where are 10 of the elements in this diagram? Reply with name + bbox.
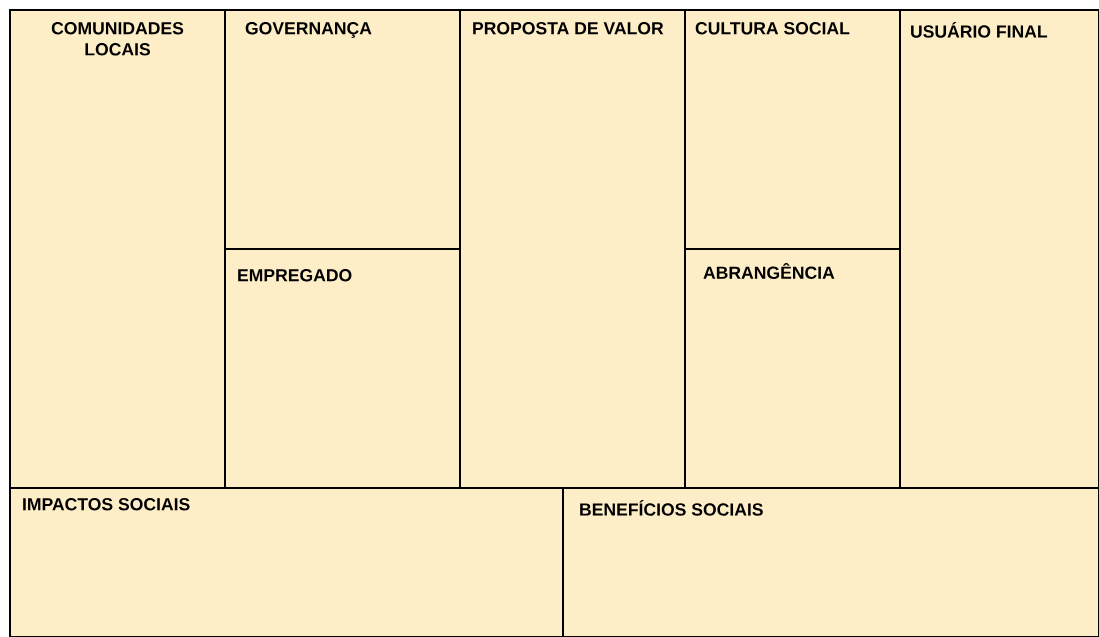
- canvas-box: CULTURA SOCIAL: [684, 9, 901, 250]
- canvas-box: GOVERNANÇA: [224, 9, 461, 250]
- canvas-box: COMUNIDADES LOCAIS: [9, 9, 226, 489]
- canvas-box: BENEFÍCIOS SOCIAIS: [562, 487, 1099, 637]
- node-label: IMPACTOS SOCIAIS: [23, 498, 190, 511]
- canvas-box: ABRANGÊNCIA: [684, 248, 901, 489]
- node-label: USUÁRIO FINAL: [911, 22, 1048, 38]
- canvas-box: IMPACTOS SOCIAIS: [9, 487, 564, 637]
- canvas-box: USUÁRIO FINAL: [899, 9, 1099, 489]
- canvas-box: EMPREGADO: [224, 248, 461, 489]
